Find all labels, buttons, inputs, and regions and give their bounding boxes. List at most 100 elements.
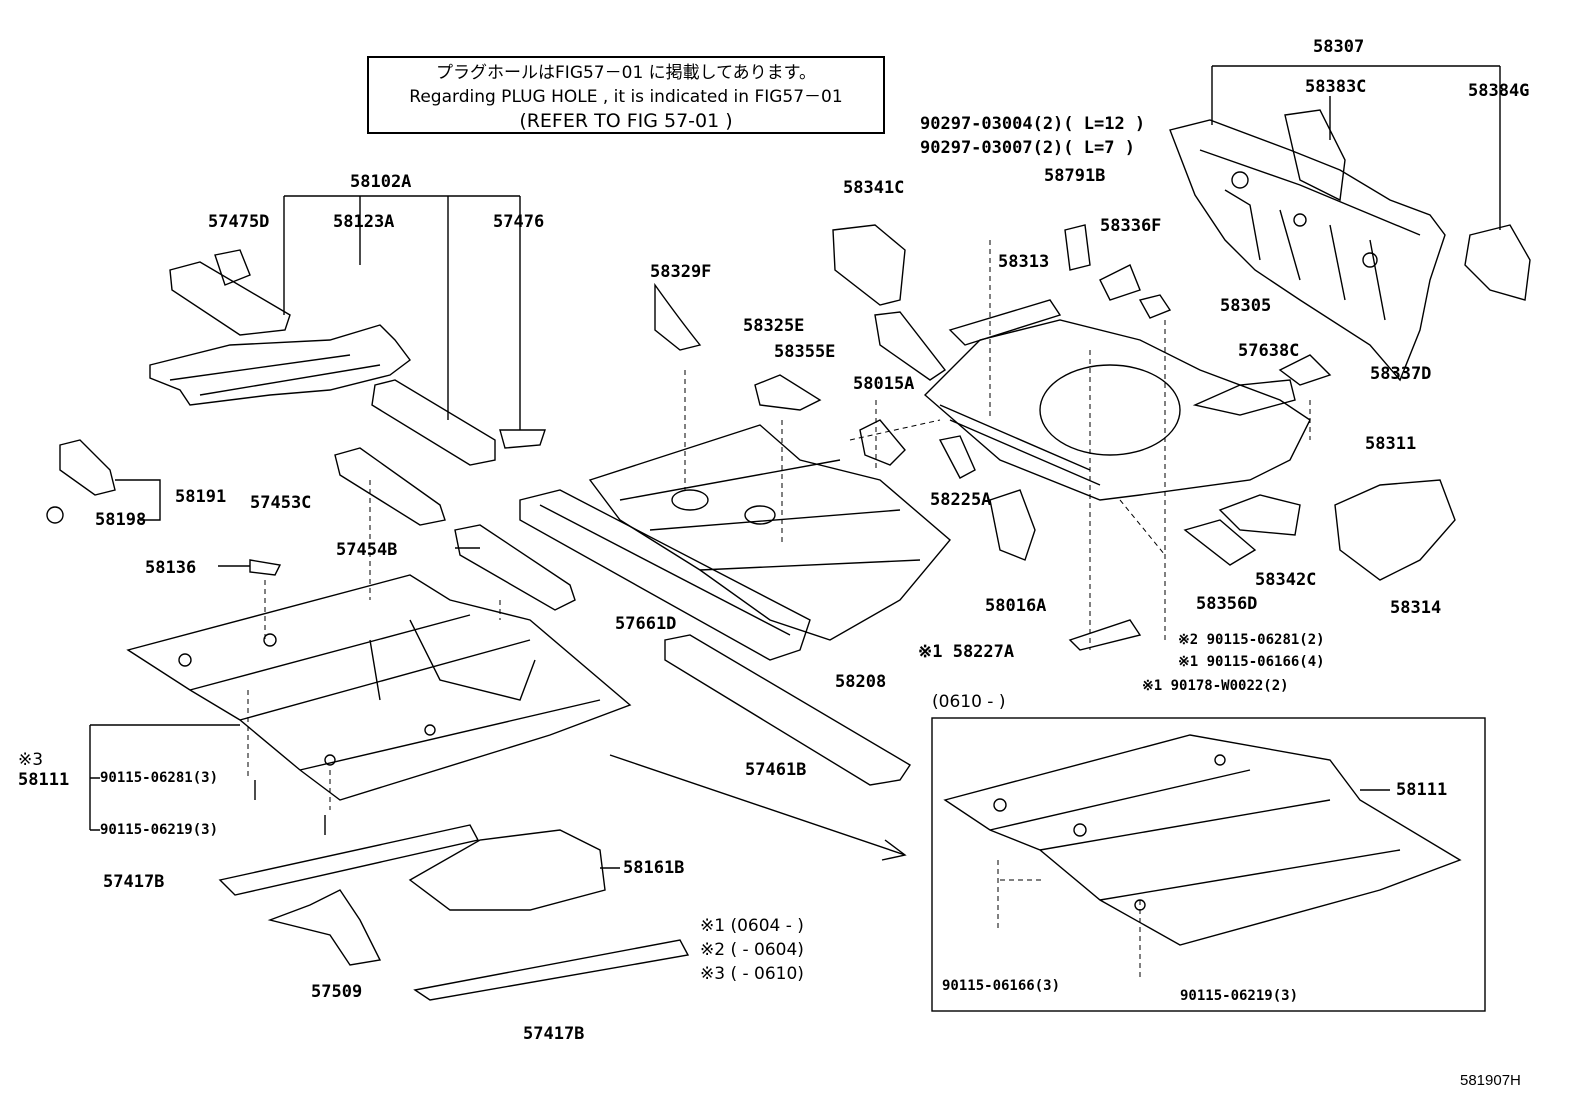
rail-58123A-shape: [149, 324, 411, 406]
leader-58102A: [283, 195, 521, 430]
label-58016A: 58016A: [985, 596, 1047, 616]
part-57638C-shape: [1192, 379, 1296, 416]
leader-58307: [1211, 65, 1501, 230]
part-58341C-shape: [832, 224, 906, 306]
bolts-left: [254, 780, 326, 835]
rail-57476-shape: [371, 379, 546, 466]
leader-58111: [89, 724, 240, 831]
label-58227A: ※1 58227A: [918, 642, 1015, 662]
label-58111: 58111: [18, 770, 70, 790]
brace-57454B-shape: [454, 524, 576, 611]
label-90115-06219-3: 90115-06219(3): [100, 822, 219, 838]
arrow-to-inset: [609, 754, 907, 861]
rear-panel-58307-shape: [1169, 119, 1446, 382]
label-57461B: 57461B: [745, 760, 807, 780]
part-58336F-shape: [1099, 264, 1141, 301]
label-90115-06166-3: 90115-06166(3): [942, 978, 1061, 994]
label-57417B: 57417B: [103, 872, 165, 892]
rail-57417B-shape: [218, 824, 480, 896]
part-58305-shape: [1138, 294, 1172, 319]
label-58015A: 58015A: [853, 374, 915, 394]
label-90115-06281-2: ※2 90115-06281(2): [1178, 632, 1325, 648]
figure-ref-code: 581907H: [1460, 1072, 1521, 1089]
part-57509-shape: [267, 889, 382, 966]
part-58313-shape: [948, 299, 1062, 346]
label-mark3: ※3: [18, 750, 44, 770]
floor-pan-58111-shape: [126, 574, 632, 801]
part-58136-shape: [218, 559, 282, 576]
part-58314-shape: [1334, 479, 1456, 581]
label-58341C: 58341C: [843, 178, 905, 198]
label-58307: 58307: [1313, 37, 1365, 57]
label-57417B-2: 57417B: [523, 1024, 585, 1044]
part-58356D-shape: [1183, 519, 1257, 566]
label-57661D: 57661D: [615, 614, 677, 634]
label-57476: 57476: [493, 212, 545, 232]
label-58111-inset: 58111: [1396, 780, 1448, 800]
rail-57475D-shape: [169, 249, 291, 336]
label-58208: 58208: [835, 672, 887, 692]
part-58355E-shape: [874, 311, 947, 381]
part-58161B-shape: [408, 829, 606, 911]
part-58791B-shape: [1064, 224, 1091, 271]
label-58311: 58311: [1365, 434, 1417, 454]
label-58384G: 58384G: [1468, 81, 1530, 101]
label-90115-06166-4: ※1 90115-06166(4): [1178, 654, 1325, 670]
label-58325E: 58325E: [743, 316, 805, 336]
part-58191-shape: [59, 439, 116, 496]
plug-58198-shape: [46, 506, 64, 524]
part-58015A-shape: [859, 419, 906, 466]
label-58355E: 58355E: [774, 342, 836, 362]
label-range-0610: (0610 - ): [932, 692, 1006, 712]
label-90178-W0022: ※1 90178-W0022(2): [1142, 678, 1289, 694]
inset-box: [931, 717, 1486, 1012]
rail-57661D-shape: [519, 489, 811, 661]
part-58384G-shape: [1464, 224, 1531, 301]
label-58123A: 58123A: [333, 212, 395, 232]
plug-hole-note: プラグホールはFIG57－01 に掲載してあります。 Regarding PLU…: [367, 56, 885, 134]
legend-1: ※1 (0604 - ): [700, 916, 804, 936]
plate-58325E-shape: [754, 374, 822, 411]
label-90115-06219-3-inset: 90115-06219(3): [1180, 988, 1299, 1004]
note-line-3: (REFER TO FIG 57-01 ): [519, 110, 733, 132]
label-58337D: 58337D: [1370, 364, 1432, 384]
label-58191: 58191: [175, 487, 227, 507]
label-57638C: 57638C: [1238, 341, 1300, 361]
label-58198: 58198: [95, 510, 147, 530]
label-90297-03004: 90297-03004(2)( L=12 ): [920, 114, 1146, 134]
note-line-2: Regarding PLUG HOLE , it is indicated in…: [409, 87, 843, 107]
label-58314: 58314: [1390, 598, 1442, 618]
rail-57461B-shape: [664, 634, 911, 786]
label-57454B: 57454B: [336, 540, 398, 560]
note-line-1: プラグホールはFIG57－01 に掲載してあります。: [436, 63, 816, 83]
label-58136: 58136: [145, 558, 197, 578]
label-57453C: 57453C: [250, 493, 312, 513]
label-58791B: 58791B: [1044, 166, 1106, 186]
part-58337D-shape: [1278, 354, 1332, 386]
label-58225A: 58225A: [930, 490, 992, 510]
inset-floor-58111-shape: [943, 734, 1462, 946]
label-58356D: 58356D: [1196, 594, 1258, 614]
label-57475D: 57475D: [208, 212, 270, 232]
part-58227A-shape: [1068, 619, 1142, 651]
leader-58191: [115, 479, 161, 521]
label-58329F: 58329F: [650, 262, 712, 282]
part-58225A-shape: [938, 435, 976, 479]
rail-57417B-2-shape: [413, 939, 690, 1001]
part-58016A-shape: [989, 489, 1036, 561]
label-58383C: 58383C: [1305, 77, 1367, 97]
floor-58208-shape: [588, 424, 951, 641]
label-58313: 58313: [998, 252, 1050, 272]
part-58342C-shape: [1218, 494, 1301, 536]
label-58102A: 58102A: [350, 172, 412, 192]
legend-2: ※2 ( - 0604): [700, 940, 804, 960]
label-58336F: 58336F: [1100, 216, 1162, 236]
legend-3: ※3 ( - 0610): [700, 964, 804, 984]
label-57509: 57509: [311, 982, 363, 1002]
plate-58329F-shape: [654, 282, 702, 351]
brace-57453C-shape: [334, 447, 446, 526]
label-58342C: 58342C: [1255, 570, 1317, 590]
label-58161B: 58161B: [623, 858, 685, 878]
label-58305: 58305: [1220, 296, 1272, 316]
